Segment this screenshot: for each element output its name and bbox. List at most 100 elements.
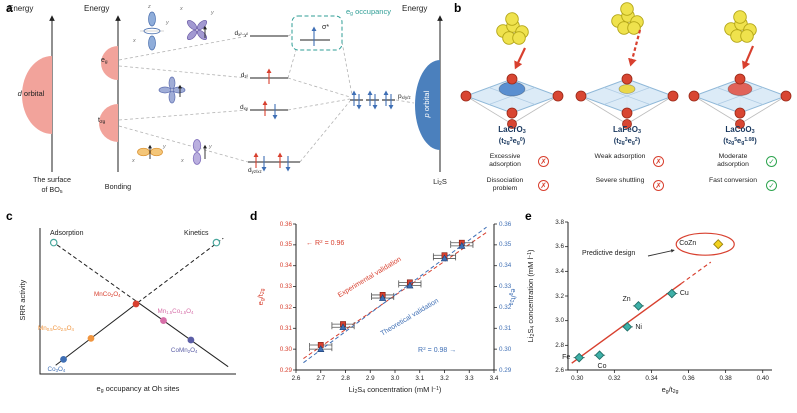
polysulfide-cluster <box>627 21 641 35</box>
x-tick-label: 0.36 <box>682 375 695 382</box>
level-label-dyzxz: dyz/xz <box>248 167 262 174</box>
check-icon: ✓ <box>766 180 777 191</box>
perovskite-formula: LaFeO3 <box>613 125 641 136</box>
note-text: Weak adsorption <box>594 153 646 160</box>
y-tick-label-right: 0.35 <box>499 241 512 249</box>
axis-letter: x <box>180 6 183 12</box>
energy-levels <box>248 35 395 163</box>
x-tick-label: 0.34 <box>645 375 658 382</box>
highlight-ellipse <box>675 232 735 256</box>
oxygen-atom <box>552 90 564 102</box>
oxygen-atom <box>506 73 518 85</box>
y-tick-label: 2.6 <box>555 366 564 374</box>
cloverleaf-orbital-icon <box>186 19 208 41</box>
axis-letter: x <box>133 38 136 44</box>
surface-caption: of BO5 <box>41 185 63 196</box>
sigma-star-label: σ* <box>322 24 330 31</box>
x-tick-label: 3.4 <box>489 375 499 382</box>
point-label: Fe <box>562 353 571 361</box>
oxygen-atom <box>734 73 746 85</box>
oxygen-atom <box>735 119 745 129</box>
x-tick-label: 0.38 <box>719 375 732 382</box>
eg-band <box>101 46 118 80</box>
panel-a-diagram <box>22 11 443 172</box>
oxygen-atom <box>460 90 472 102</box>
dumbbell-orbital-icon <box>137 144 163 159</box>
prediction-chart <box>565 221 772 373</box>
kinetics-trend <box>55 302 139 366</box>
oxygen-atom <box>622 119 632 129</box>
y-tick-label-right: 0.33 <box>499 283 512 291</box>
y-axis-label: Li2S4 concentration (mM l−1) <box>526 249 537 343</box>
d-orbital-band <box>22 56 52 134</box>
correlation-lines <box>118 33 415 163</box>
energy-axis-title: Energy <box>84 4 110 13</box>
oxygen-atom <box>621 107 633 119</box>
panel-d-label: d <box>250 209 258 223</box>
oxygen-atom <box>734 107 746 119</box>
x-tick-label: 3.0 <box>390 375 400 382</box>
axis-letter: x <box>181 158 184 164</box>
data-point <box>160 317 167 324</box>
polysulfide-cluster <box>512 31 526 45</box>
y-axis-label-right: eg/t2g <box>507 288 518 306</box>
level-label-dx2y2: dx²−y² <box>234 30 248 37</box>
oxygen-atom <box>688 90 700 102</box>
adsorption-trend <box>51 240 139 303</box>
axis-letter: y <box>209 144 212 150</box>
y-tick-label-left: 0.33 <box>279 283 292 291</box>
y-axis-label: SRR activity <box>17 279 27 321</box>
x-tick-label: 2.9 <box>365 375 375 382</box>
perovskite-formula: LaCrO3 <box>498 125 526 136</box>
level-label-dxy: dxy <box>239 104 248 111</box>
spin-arrows <box>253 26 394 172</box>
polysulfide-cluster <box>505 12 519 26</box>
y-tick-label-right: 0.30 <box>499 345 512 353</box>
kinetics-region-label: Kinetics <box>184 230 209 237</box>
axis-letter: z <box>148 4 151 10</box>
triangle-marker <box>406 281 414 289</box>
open-point <box>212 238 221 247</box>
bond-stick <box>580 95 628 125</box>
bond-stick <box>511 95 559 125</box>
adsorption-arrow <box>628 29 642 67</box>
predictive-design-label: Predictive design <box>582 250 636 257</box>
diamond-marker <box>622 321 633 332</box>
y-tick-label-right: 0.34 <box>499 262 512 270</box>
point-label: Cu <box>679 289 689 297</box>
triangle-marker <box>458 241 466 249</box>
diamond-marker <box>633 301 644 311</box>
x-tick-label: 2.8 <box>341 375 350 382</box>
note-text: Excessive adsorption <box>489 153 521 168</box>
adsorbate-blob <box>618 84 636 94</box>
oxygen-atom <box>667 90 679 102</box>
li2s-label: Li2S <box>433 177 447 188</box>
eg-occupancy-box <box>291 15 343 51</box>
p-orbital-band <box>415 60 440 150</box>
bonding-label: Bonding <box>104 182 132 191</box>
point-label: CoMn2O4 <box>170 346 198 354</box>
x-axis-label: Li2S4 concentration (mM l−1) <box>348 385 442 396</box>
triangle-marker <box>440 254 449 262</box>
polysulfide-cluster <box>740 29 754 43</box>
y-tick-label-left: 0.34 <box>279 262 292 270</box>
y-tick-label: 3.8 <box>555 218 564 226</box>
surface-caption: The surface <box>33 175 71 184</box>
perovskite-formula: LaCoO3 <box>725 125 755 136</box>
d-orbital-label: d orbital <box>17 89 45 98</box>
structure-3 <box>688 10 792 129</box>
triangle-marker <box>317 345 325 352</box>
fit-line <box>303 231 487 359</box>
oxygen-atom <box>621 73 633 85</box>
panel-a-label: a <box>6 1 13 15</box>
bond-stick <box>626 95 674 125</box>
polysulfide-cluster <box>733 10 747 24</box>
polysulfide-cluster <box>620 2 634 16</box>
dumbbell-orbital-icon <box>192 139 208 165</box>
cross-icon: ✗ <box>538 156 549 167</box>
kinetics-trend <box>137 237 224 303</box>
y-tick-label-left: 0.30 <box>279 345 292 353</box>
axis-letter: y <box>166 20 169 26</box>
oxygen-atom <box>507 119 517 129</box>
note-text: Fast conversion <box>709 177 757 184</box>
